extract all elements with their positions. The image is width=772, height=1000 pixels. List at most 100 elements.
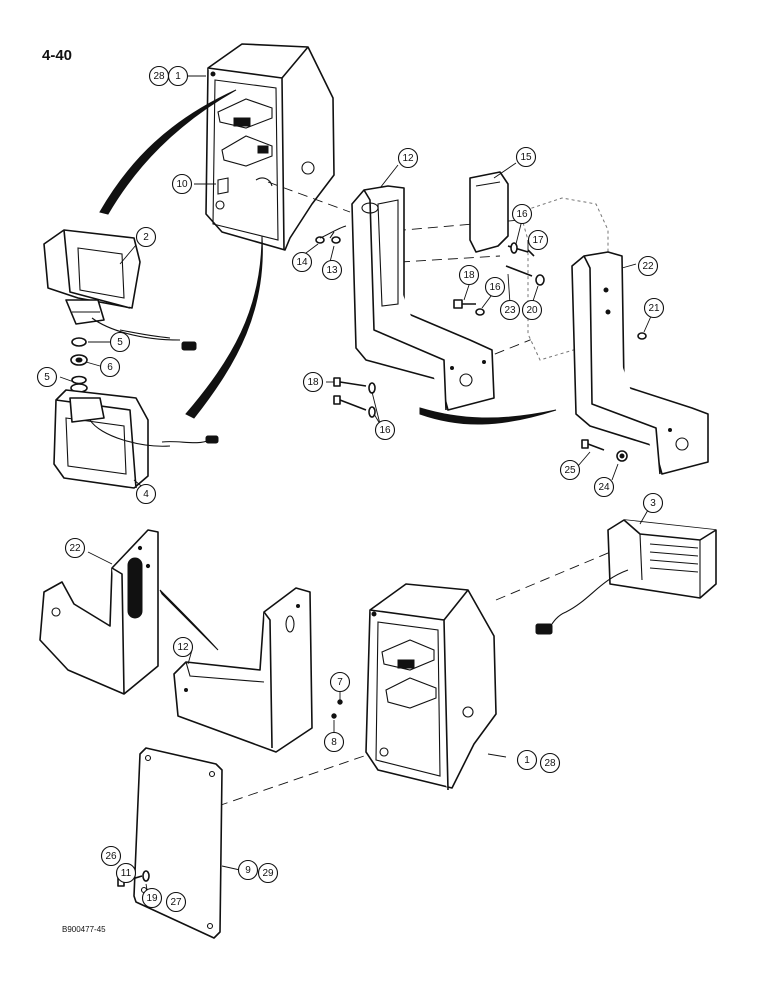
callout-28: 28 <box>148 65 170 87</box>
callout-number: 4 <box>143 489 149 500</box>
callout-circle <box>559 459 581 481</box>
callout-circle <box>511 203 533 225</box>
washer-and-nut-stack <box>70 337 88 393</box>
callout-22: 22 <box>64 537 86 559</box>
callout-circle <box>637 255 659 277</box>
callout-number: 6 <box>107 362 113 373</box>
callout-8: 8 <box>323 731 345 753</box>
callout-16: 16 <box>484 276 506 298</box>
callout-16: 16 <box>374 419 396 441</box>
callout-circle <box>167 65 189 87</box>
callout-28: 28 <box>539 752 561 774</box>
callout-circle <box>642 492 664 514</box>
lower-light-housing <box>365 583 497 791</box>
work-lamp-lower <box>53 389 219 489</box>
callout-circle <box>499 299 521 321</box>
callout-circle <box>302 371 324 393</box>
callout-circle <box>36 366 58 388</box>
callout-number: 3 <box>650 498 656 509</box>
callout-18: 18 <box>302 371 324 393</box>
mounting-bracket-22-lower <box>39 529 159 695</box>
callout-24: 24 <box>593 476 615 498</box>
callout-2: 2 <box>135 226 157 248</box>
callout-circle <box>484 276 506 298</box>
callout-circle <box>515 146 537 168</box>
callout-number: 29 <box>262 868 274 879</box>
callout-4: 4 <box>135 483 157 505</box>
callout-number: 8 <box>331 737 337 748</box>
callout-circle <box>458 264 480 286</box>
upper-light-housing <box>205 43 335 251</box>
callout-7: 7 <box>329 671 351 693</box>
callout-circle <box>135 483 157 505</box>
callout-number: 12 <box>177 642 189 653</box>
cover-plate <box>469 171 509 253</box>
callout-3: 3 <box>642 492 664 514</box>
callout-number: 22 <box>642 261 654 272</box>
callout-circle <box>109 331 131 353</box>
callout-number: 2 <box>143 232 149 243</box>
callout-circle <box>643 297 665 319</box>
mounting-bracket-22-upper <box>571 251 709 475</box>
callout-circle <box>516 749 538 771</box>
callout-22: 22 <box>637 255 659 277</box>
callout-number: 13 <box>326 265 338 276</box>
callout-circle <box>171 173 193 195</box>
callout-number: 18 <box>463 270 475 281</box>
callout-number: 28 <box>153 71 165 82</box>
callout-5: 5 <box>109 331 131 353</box>
callout-number: 1 <box>175 71 181 82</box>
callout-number: 5 <box>44 372 50 383</box>
callout-circle <box>527 229 549 251</box>
callout-1: 1 <box>167 65 189 87</box>
lens-lamp-assembly <box>535 519 717 635</box>
callout-9: 9 <box>237 859 259 881</box>
callout-5: 5 <box>36 366 58 388</box>
callout-number: 20 <box>526 305 538 316</box>
callout-circle <box>135 226 157 248</box>
mounting-bracket-upper <box>351 185 495 411</box>
callout-number: 26 <box>105 851 117 862</box>
callout-number: 27 <box>170 897 182 908</box>
callout-6: 6 <box>99 356 121 378</box>
callout-11: 11 <box>115 862 137 884</box>
callout-circle <box>237 859 259 881</box>
callout-number: 1 <box>524 755 530 766</box>
callout-number: 28 <box>544 758 556 769</box>
callout-number: 16 <box>489 282 501 293</box>
callout-circle <box>521 299 543 321</box>
callout-circle <box>172 636 194 658</box>
page-number: 4-40 <box>42 47 73 64</box>
callout-circle <box>323 731 345 753</box>
callout-number: 5 <box>117 337 123 348</box>
callout-23: 23 <box>499 299 521 321</box>
callout-12: 12 <box>172 636 194 658</box>
callout-26: 26 <box>100 845 122 867</box>
callout-number: 24 <box>598 482 610 493</box>
callout-15: 15 <box>515 146 537 168</box>
callout-16: 16 <box>511 203 533 225</box>
callout-number: 15 <box>520 152 532 163</box>
callout-circle <box>539 752 561 774</box>
callout-circle <box>593 476 615 498</box>
mounting-bracket-12-lower <box>173 587 313 753</box>
callout-circle <box>99 356 121 378</box>
callout-circle <box>257 862 279 884</box>
callout-circle <box>291 251 313 273</box>
callout-12: 12 <box>397 147 419 169</box>
callout-10: 10 <box>171 173 193 195</box>
callout-number: 10 <box>176 179 188 190</box>
callout-20: 20 <box>521 299 543 321</box>
callout-number: 9 <box>245 865 251 876</box>
callout-number: 21 <box>648 303 660 314</box>
callout-number: 16 <box>379 425 391 436</box>
callout-number: 11 <box>121 868 132 879</box>
callout-circle <box>115 862 137 884</box>
callout-number: 25 <box>564 465 576 476</box>
callout-number: 19 <box>146 893 158 904</box>
callout-circle <box>374 419 396 441</box>
callout-21: 21 <box>643 297 665 319</box>
